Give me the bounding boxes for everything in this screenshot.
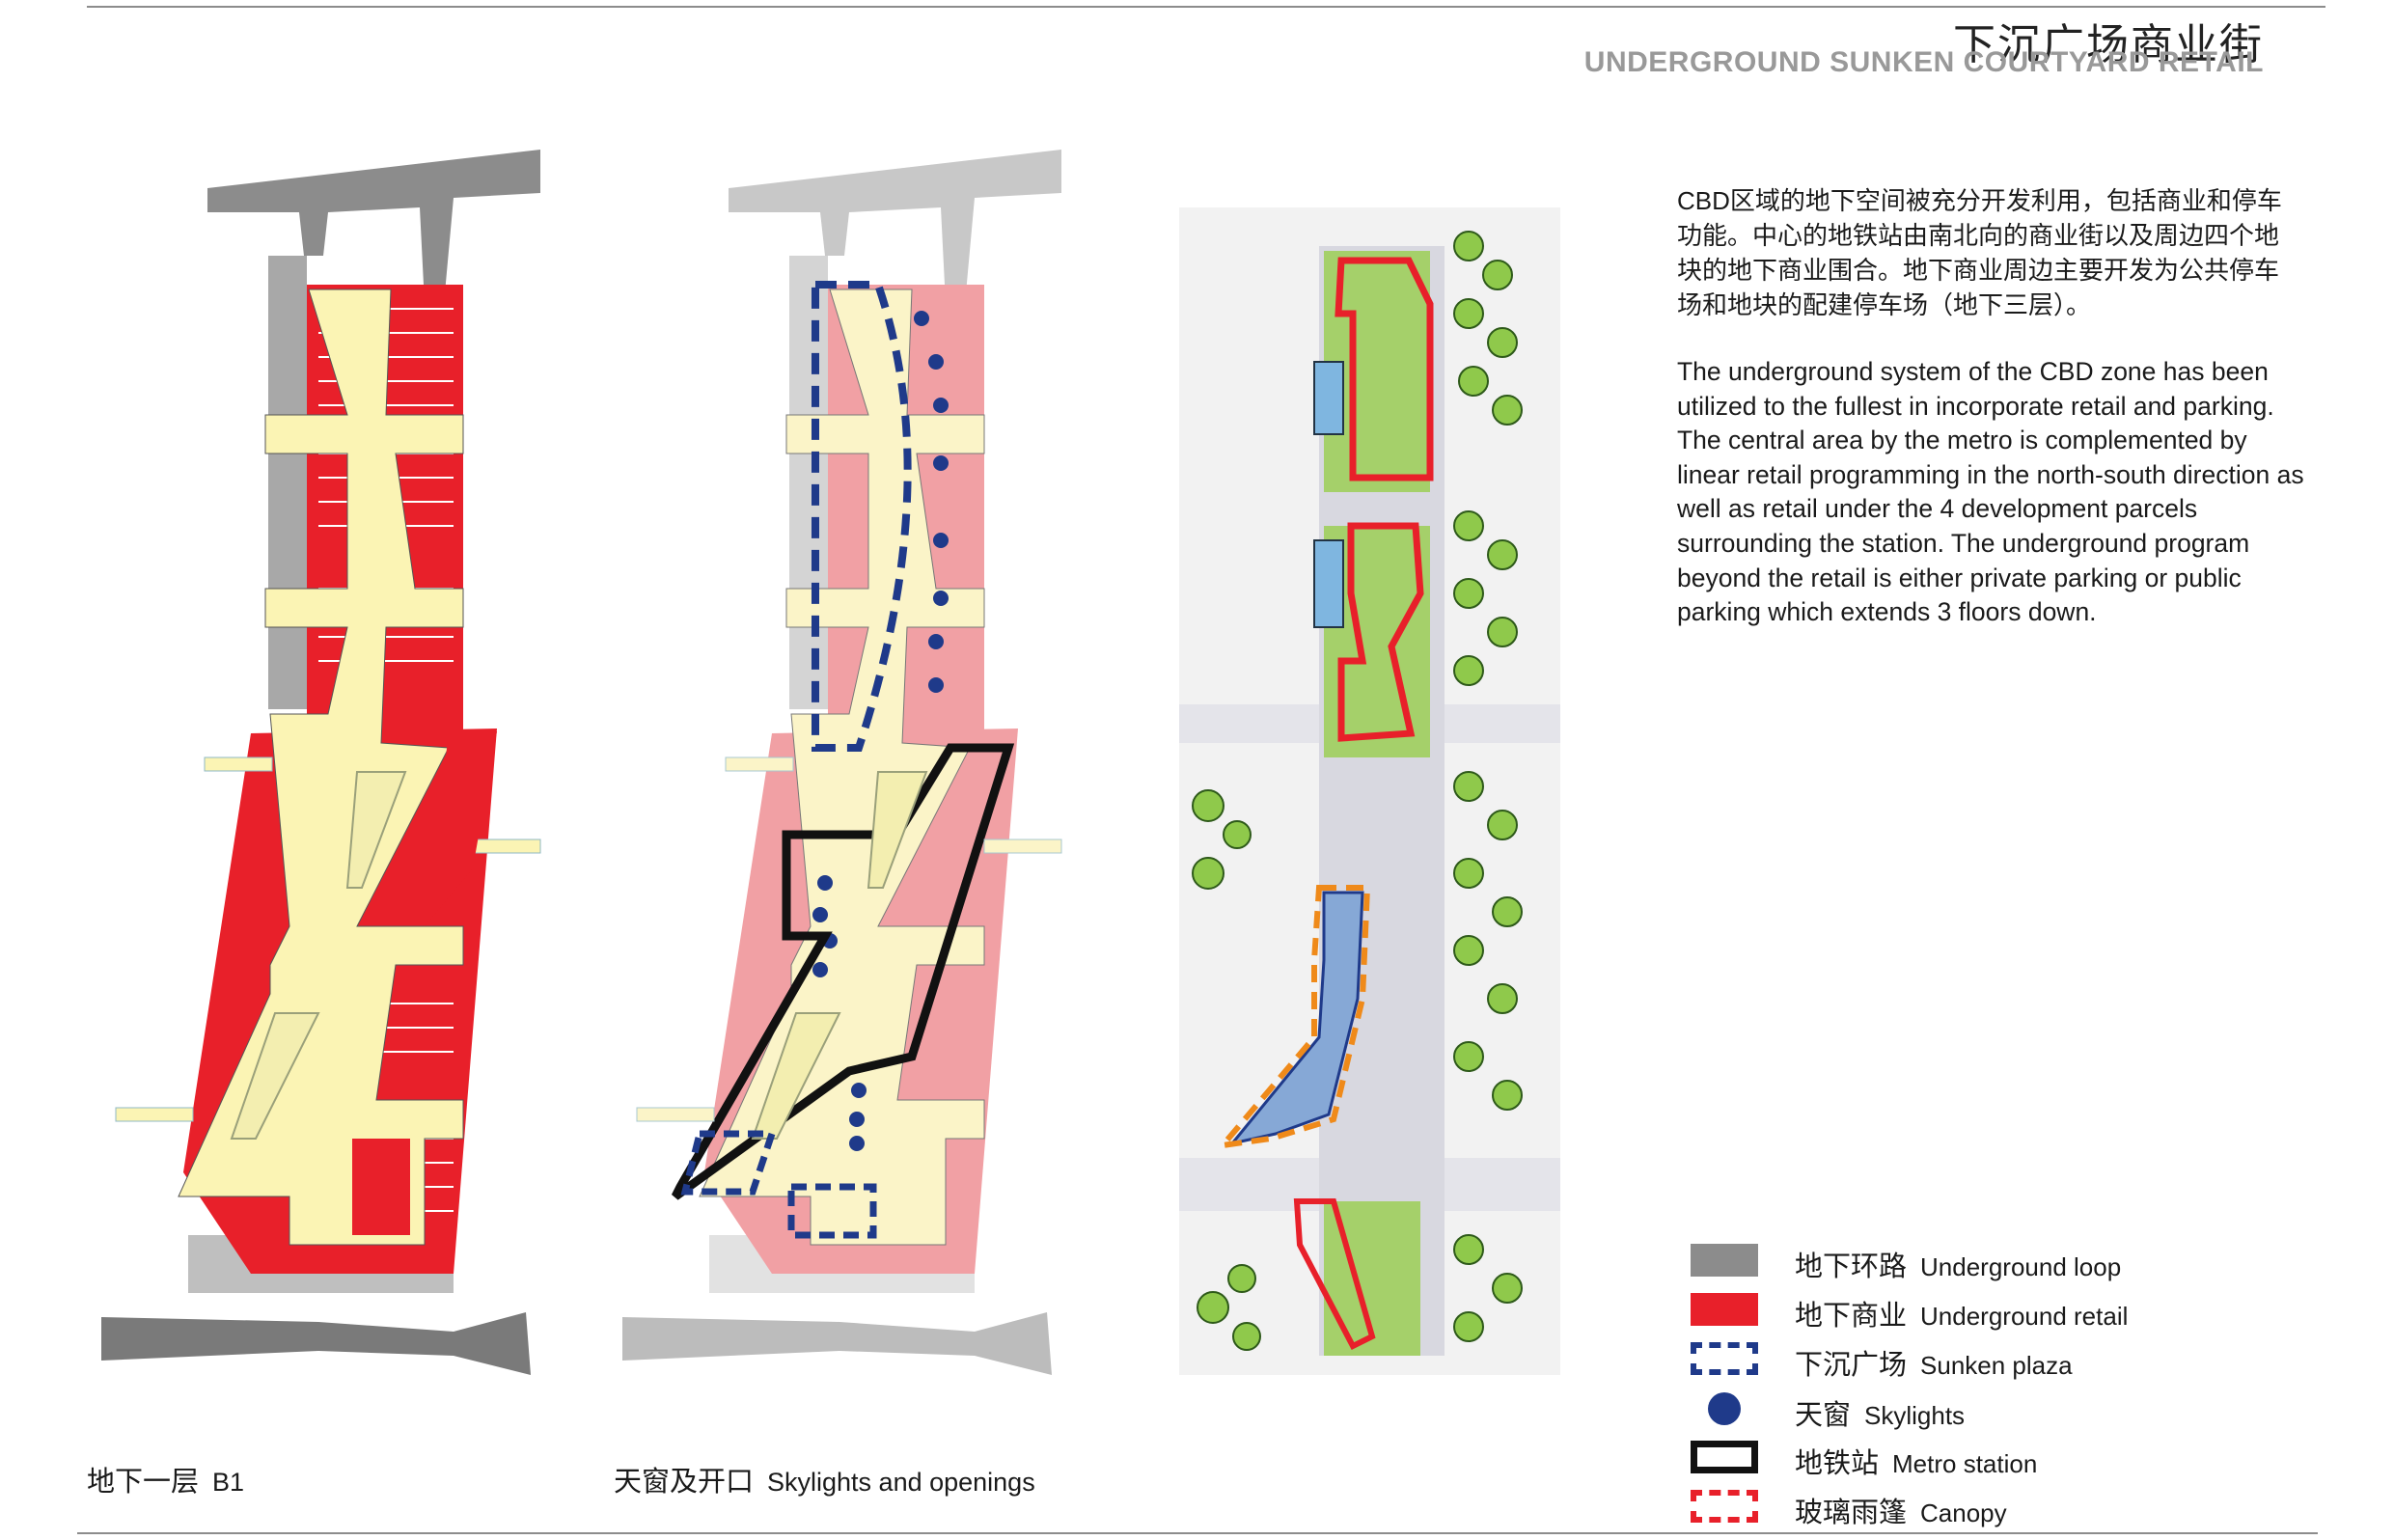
skylight-dots xyxy=(812,311,949,1151)
legend-swatch-loop xyxy=(1691,1244,1758,1277)
access-bar-3 xyxy=(115,1107,194,1122)
access-bar-light-3 xyxy=(636,1107,715,1122)
retail-corridor xyxy=(178,289,464,1246)
description-cn: CBD区域的地下空间被充分开发利用，包括商业和停车功能。中心的地铁站由南北向的商… xyxy=(1677,186,2282,319)
metro-station-outline xyxy=(671,743,1015,1200)
metro-platform-2 xyxy=(230,1012,320,1140)
legend-label-en: Skylights xyxy=(1864,1401,1966,1430)
page-title-en: UNDERGROUND SUNKEN COURTYARD RETAIL xyxy=(1583,46,2264,78)
legend-label-en: Underground loop xyxy=(1920,1252,2122,1281)
loop-road-bottom-light xyxy=(622,1312,1052,1375)
tree-clusters xyxy=(1192,231,1523,1351)
access-bar-1 xyxy=(204,756,273,772)
legend-label-cn: 下沉广场 xyxy=(1795,1350,1908,1381)
sunken-strip xyxy=(1228,891,1364,1146)
loop-road-west xyxy=(268,256,307,709)
caption-skylights-cn: 天窗及开口 xyxy=(614,1467,755,1498)
water-1 xyxy=(1313,361,1344,435)
legend-label-cn: 地下商业 xyxy=(1795,1301,1908,1332)
plan-skylights xyxy=(622,150,1062,1375)
legend-label-cn: 玻璃雨篷 xyxy=(1795,1498,1908,1528)
caption-b1-en: B1 xyxy=(212,1468,245,1497)
legend-label-en: Underground retail xyxy=(1920,1302,2129,1331)
legend-swatch-metro xyxy=(1691,1441,1758,1473)
legend-label-en: Metro station xyxy=(1892,1449,2038,1478)
retail-block-sw xyxy=(352,1139,410,1235)
loop-road-top-light xyxy=(729,150,1061,304)
plan-b1 xyxy=(101,150,541,1375)
metro-platform-1 xyxy=(345,771,407,889)
legend-label-en: Canopy xyxy=(1920,1499,2007,1527)
page-title-cn: 下沉广场商业街 xyxy=(1953,21,2264,69)
legend-item-retail: 地下商业 Underground retail xyxy=(1691,1287,2231,1332)
legend-swatch-canopy xyxy=(1691,1490,1758,1523)
bottom-rule-line xyxy=(77,1532,2318,1534)
retail-wedge xyxy=(425,731,497,926)
description-en: The underground system of the CBD zone h… xyxy=(1677,357,2304,627)
legend-item-metro: 地铁站 Metro station xyxy=(1691,1435,2231,1479)
legend-label-en: Sunken plaza xyxy=(1920,1351,2073,1380)
access-bar-light-1 xyxy=(725,756,794,772)
legend-item-loop: 地下环路 Underground loop xyxy=(1691,1238,2231,1282)
legend-swatch-skylight xyxy=(1708,1392,1741,1425)
legend-item-skylights: 天窗 Skylights xyxy=(1691,1387,2231,1431)
legend-label-cn: 地铁站 xyxy=(1795,1448,1880,1479)
caption-skylights-en: Skylights and openings xyxy=(767,1468,1035,1497)
legend-swatch-retail xyxy=(1691,1293,1758,1326)
loop-road-top xyxy=(207,150,540,304)
legend-swatch-plaza xyxy=(1691,1342,1758,1375)
water-2 xyxy=(1313,539,1344,628)
caption-skylights: 天窗及开口 Skylights and openings xyxy=(614,1459,1035,1499)
legend-item-canopy: 玻璃雨篷 Canopy xyxy=(1691,1484,2231,1528)
loop-road-bottom xyxy=(101,1312,531,1375)
sunken-plaza-sw xyxy=(680,1130,777,1196)
canopy-dashed-orange xyxy=(1215,885,1371,1150)
metro-hatch-2 xyxy=(751,1012,841,1140)
corridor-light xyxy=(699,289,985,1246)
legend-label-cn: 天窗 xyxy=(1795,1400,1852,1431)
access-bar-light-2 xyxy=(983,839,1062,854)
caption-b1-cn: 地下一层 xyxy=(87,1467,200,1498)
canopy-outline-1 xyxy=(1335,257,1434,481)
top-rule xyxy=(87,6,2325,8)
legend-item-sunken-plaza: 下沉广场 Sunken plaza xyxy=(1691,1336,2231,1381)
sunken-plaza-south xyxy=(787,1183,877,1239)
canopy-outline-3 xyxy=(1293,1198,1376,1350)
sunken-plaza-north xyxy=(812,281,912,752)
canopy-outline-2 xyxy=(1337,522,1424,742)
metro-hatch-1 xyxy=(867,771,928,889)
legend-label-cn: 地下环路 xyxy=(1795,1251,1908,1282)
site-sketch xyxy=(1179,207,1560,1375)
caption-b1: 地下一层 B1 xyxy=(87,1459,244,1499)
loop-road-west-light xyxy=(789,256,828,709)
